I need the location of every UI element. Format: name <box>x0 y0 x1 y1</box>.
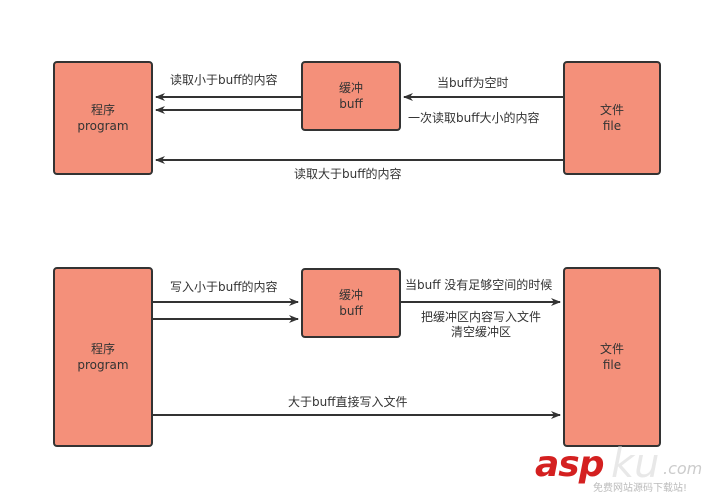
buff-box-top: 缓冲 buff <box>301 61 401 131</box>
file-label-en: file <box>602 119 622 133</box>
buff-box-bottom: 缓冲 buff <box>301 268 401 338</box>
file-label-cn: 文件 <box>599 103 624 117</box>
watermark-slogan: 免费网站源码下载站! <box>593 483 688 494</box>
buff-label-cn: 缓冲 <box>338 81 363 95</box>
label-flush-1: 把缓冲区内容写入文件 <box>420 310 541 324</box>
label-read-small: 读取小于buff的内容 <box>170 73 278 87</box>
watermark-ku: ku <box>611 441 660 487</box>
label-write-small: 写入小于buff的内容 <box>170 280 278 294</box>
watermark-logo: ku asp .com 免费网站源码下载站! <box>535 441 705 500</box>
watermark-domain: .com <box>663 459 703 478</box>
buff-label-en: buff <box>339 304 363 318</box>
buff-label-en: buff <box>339 97 363 111</box>
file-label-cn: 文件 <box>599 342 624 356</box>
program-box-top: 程序 program <box>53 61 153 175</box>
buff-label-cn: 缓冲 <box>338 288 363 302</box>
program-box-bottom: 程序 program <box>53 267 153 447</box>
watermark-asp: asp <box>535 444 604 485</box>
file-box-bottom: 文件 file <box>563 267 661 447</box>
label-read-once: 一次读取buff大小的内容 <box>408 111 540 125</box>
label-when-empty: 当buff为空时 <box>437 76 509 90</box>
file-label-en: file <box>602 358 622 372</box>
program-label-cn: 程序 <box>90 103 115 117</box>
label-read-large: 读取大于buff的内容 <box>294 167 402 181</box>
program-label-en: program <box>77 119 129 133</box>
program-label-en: program <box>77 358 129 372</box>
label-flush-2: 清空缓冲区 <box>450 325 511 339</box>
label-write-large: 大于buff直接写入文件 <box>288 395 408 409</box>
label-not-enough: 当buff 没有足够空间的时候 <box>405 278 553 292</box>
program-label-cn: 程序 <box>90 342 115 356</box>
file-box-top: 文件 file <box>563 61 661 175</box>
